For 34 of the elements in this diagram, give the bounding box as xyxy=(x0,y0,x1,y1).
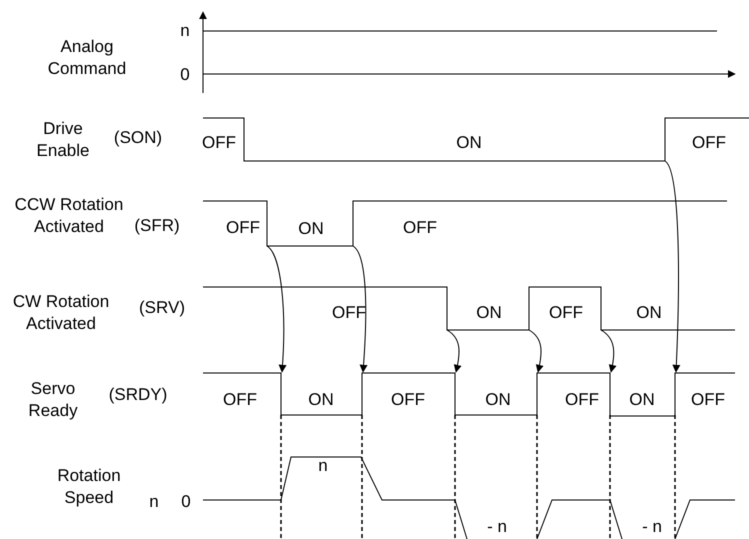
signal-name: Rotation Speed xyxy=(56,465,122,509)
state-label: OFF xyxy=(691,389,725,411)
level-label: - n xyxy=(642,516,662,538)
signal-name: CW Rotation Activated xyxy=(12,291,110,335)
state-label: OFF xyxy=(332,302,366,324)
axis-level-label: 0 xyxy=(180,64,190,86)
level-label: n xyxy=(318,455,328,477)
level-label: n xyxy=(149,491,159,513)
signal-code: (SFR) xyxy=(134,215,180,237)
state-label: ON xyxy=(456,132,482,154)
state-label: ON xyxy=(636,302,662,324)
state-label: ON xyxy=(308,389,334,411)
state-label: OFF xyxy=(565,389,599,411)
signal-name: CCW Rotation Activated xyxy=(14,194,124,238)
signal-name: Analog Command xyxy=(46,36,128,80)
state-label: OFF xyxy=(202,132,236,154)
level-label: 0 xyxy=(181,491,191,513)
signal-code: (SRDY) xyxy=(108,384,168,406)
axis-level-label: n xyxy=(180,20,190,42)
level-label: - n xyxy=(487,516,507,538)
state-label: OFF xyxy=(223,389,257,411)
state-label: ON xyxy=(476,302,502,324)
state-label: OFF xyxy=(226,217,260,239)
state-label: OFF xyxy=(391,389,425,411)
signal-code: (SON) xyxy=(114,127,162,149)
signal-code: (SRV) xyxy=(139,297,185,319)
signal-name: Servo Ready xyxy=(27,378,79,422)
signal-name: Drive Enable xyxy=(36,118,90,162)
state-label: OFF xyxy=(549,302,583,324)
state-label: ON xyxy=(629,389,655,411)
state-label: ON xyxy=(298,218,324,240)
state-label: ON xyxy=(485,389,511,411)
state-label: OFF xyxy=(692,132,726,154)
state-label: OFF xyxy=(403,217,437,239)
